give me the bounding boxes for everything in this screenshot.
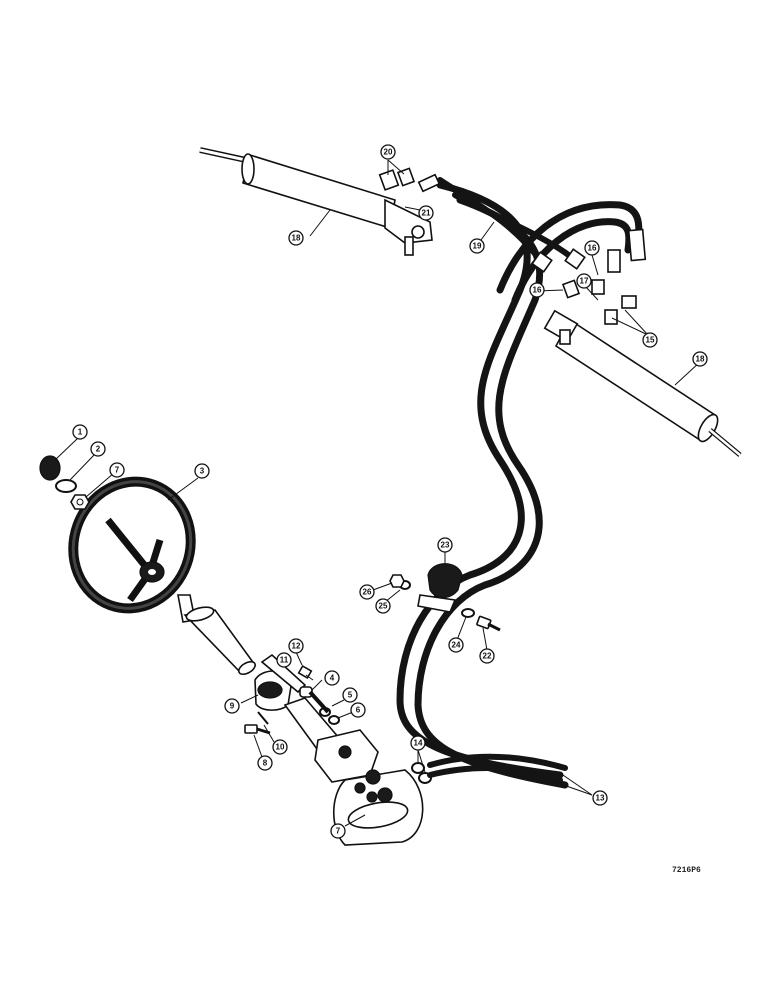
callout-6: 6 [350, 702, 366, 718]
steering-column [177, 594, 257, 676]
callout-4: 4 [324, 670, 340, 686]
wheel-nut [70, 494, 90, 510]
leader-lines [54, 159, 701, 827]
callout-18-right-cylinder: 18 [692, 351, 708, 367]
svg-text:13: 13 [596, 794, 605, 803]
svg-text:24: 24 [452, 641, 461, 650]
callout-8: 8 [257, 755, 273, 771]
callout-2: 2 [90, 441, 106, 457]
svg-text:14: 14 [414, 739, 423, 748]
svg-text:8: 8 [263, 759, 268, 768]
steering-cylinder-right [531, 228, 742, 457]
svg-text:2: 2 [96, 445, 101, 454]
pin-spring-parts [257, 664, 340, 725]
cap-ring [55, 479, 77, 493]
horn-cap [39, 455, 61, 481]
svg-text:12: 12 [292, 642, 301, 651]
callout-15: 15 [642, 332, 658, 348]
callout-17: 17 [576, 273, 592, 289]
svg-text:16: 16 [588, 244, 597, 253]
svg-text:4: 4 [330, 674, 335, 683]
callout-26: 26 [359, 584, 375, 600]
clamp-washer [461, 608, 475, 618]
svg-text:1: 1 [78, 428, 83, 437]
svg-text:7: 7 [336, 827, 341, 836]
svg-text:6: 6 [356, 706, 361, 715]
svg-text:18: 18 [292, 234, 301, 243]
steering-valve [283, 697, 432, 846]
svg-text:21: 21 [422, 209, 431, 218]
svg-text:10: 10 [276, 743, 285, 752]
callout-24: 24 [448, 637, 464, 653]
svg-text:15: 15 [646, 336, 655, 345]
callout-9: 9 [224, 698, 240, 714]
callout-7-valve: 7 [330, 823, 346, 839]
svg-text:3: 3 [200, 467, 205, 476]
callout-25: 25 [375, 598, 391, 614]
svg-text:26: 26 [363, 588, 372, 597]
callout-11: 11 [276, 652, 292, 668]
callout-22: 22 [479, 648, 495, 664]
callout-5: 5 [342, 687, 358, 703]
clamp-nut-washer [389, 574, 411, 590]
hydraulic-hoses [396, 177, 643, 789]
callout-16-lower: 16 [529, 282, 545, 298]
callout-3: 3 [194, 463, 210, 479]
svg-text:22: 22 [483, 652, 492, 661]
svg-text:19: 19 [473, 242, 482, 251]
hose-clamp [417, 563, 463, 613]
svg-text:25: 25 [379, 602, 388, 611]
svg-text:5: 5 [348, 691, 353, 700]
callout-19-hose: 19 [469, 238, 485, 254]
callout-16-upper: 16 [584, 240, 600, 256]
callout-21: 21 [418, 205, 434, 221]
svg-text:23: 23 [441, 541, 450, 550]
steering-cylinder-left [199, 147, 441, 256]
callout-23: 23 [437, 537, 453, 553]
svg-text:7: 7 [115, 466, 120, 475]
drawing-reference-code: 7216P6 [672, 866, 701, 875]
callout-13: 13 [592, 790, 608, 806]
svg-text:17: 17 [580, 277, 589, 286]
svg-text:20: 20 [384, 148, 393, 157]
callout-14: 14 [410, 735, 426, 751]
callout-10: 10 [272, 739, 288, 755]
clamp-bolt [476, 615, 501, 632]
callout-12: 12 [288, 638, 304, 654]
callout-1: 1 [72, 424, 88, 440]
svg-text:9: 9 [230, 702, 235, 711]
column-bracket [254, 653, 307, 711]
svg-text:18: 18 [696, 355, 705, 364]
svg-text:16: 16 [533, 286, 542, 295]
callout-7-wheel-nut: 7 [109, 462, 125, 478]
svg-text:11: 11 [280, 656, 289, 665]
callout-18-left-cylinder: 18 [288, 230, 304, 246]
steering-wheel [68, 476, 196, 614]
callout-20: 20 [380, 144, 396, 160]
